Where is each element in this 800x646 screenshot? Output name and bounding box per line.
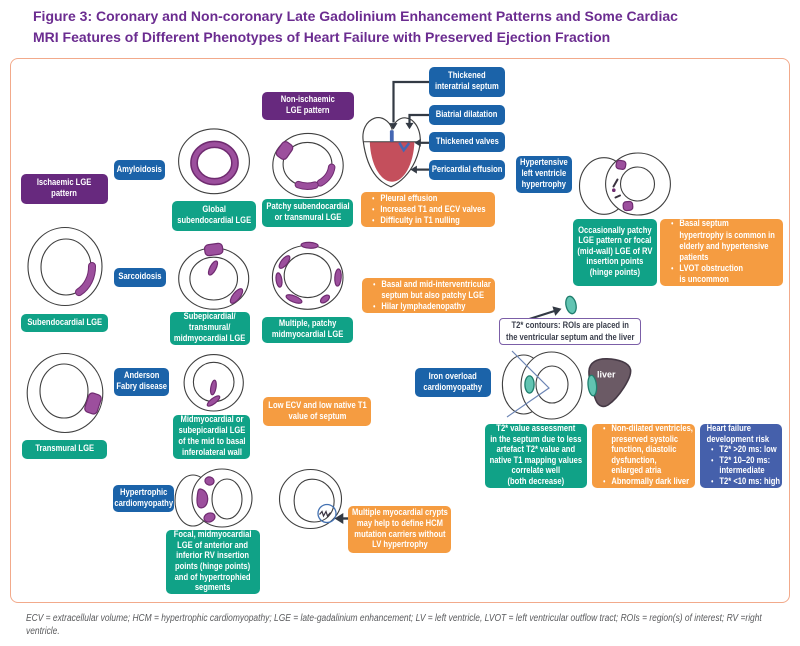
svg-text:liver: liver (597, 370, 616, 380)
